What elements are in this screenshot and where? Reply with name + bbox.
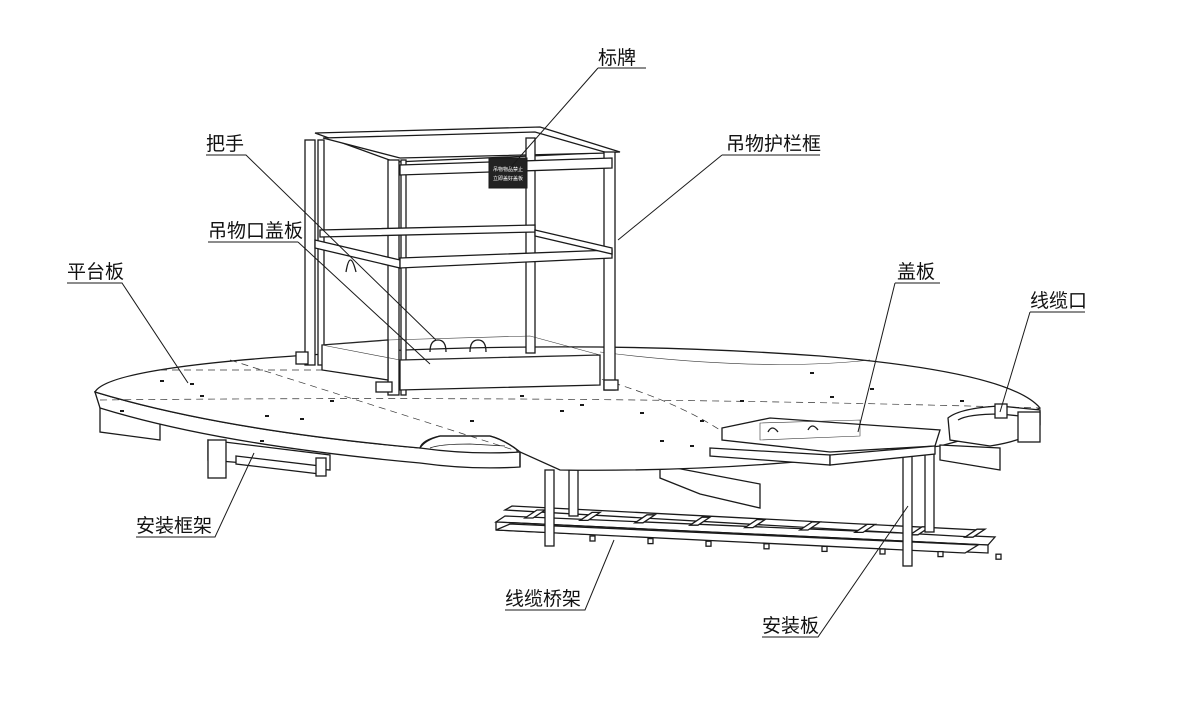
bolt-hole: [330, 400, 334, 402]
leader-handle: [206, 154, 437, 341]
tray-rung: [632, 514, 658, 524]
bolt-hole: [120, 410, 124, 412]
leader-hatch-cover: [208, 241, 431, 365]
bolt-hole: [260, 440, 264, 442]
bolt-hole: [300, 418, 304, 420]
cover-plate: [709, 417, 941, 466]
mounting-posts: [544, 449, 935, 567]
bolt-hole: [580, 404, 584, 406]
leader-platform: [67, 282, 189, 384]
tray-slot: [647, 537, 654, 545]
leader-lines: [67, 67, 1085, 638]
tray-rung: [577, 511, 603, 522]
bolt-hole: [700, 420, 704, 422]
leader-mounting-plate: [762, 505, 909, 638]
label-mounting-plate: 安装板: [762, 615, 819, 637]
bolt-hole: [810, 372, 814, 374]
tray-slot: [821, 545, 828, 553]
bolt-hole: [190, 383, 194, 385]
bolt-hole: [265, 415, 269, 417]
leader-mounting-frame: [136, 452, 255, 538]
tray-rung: [962, 528, 988, 538]
cable-tray: [493, 505, 1002, 560]
label-hatch-cover: 吊物口盖板: [208, 220, 303, 242]
tray-slot: [589, 535, 596, 542]
leader-cover-plate: [857, 282, 940, 433]
cable-opening: [939, 403, 1041, 471]
label-mounting-frame: 安装框架: [136, 515, 212, 537]
label-cover-plate: 盖板: [897, 261, 935, 283]
tray-slot: [995, 553, 1002, 560]
sign-text-line2: 立即盖好盖板: [493, 175, 523, 182]
bolt-hole: [470, 420, 474, 422]
label-cable-opening: 线缆口: [1030, 290, 1087, 312]
warning-sign: [488, 157, 528, 189]
bolt-hole: [520, 395, 524, 397]
tray-slot: [879, 548, 886, 555]
label-handle: 把手: [206, 133, 244, 155]
bolt-hole: [690, 445, 694, 447]
labels: 标牌 把手 吊物护栏框 吊物口盖板 平台板 盖板 线缆口 安装框架 线缆桥架 安…: [67, 47, 1087, 637]
tray-slot: [705, 540, 712, 547]
label-sign: 标牌: [598, 47, 636, 69]
bolt-hole: [870, 388, 874, 390]
tray-rung: [797, 521, 823, 531]
bolt-hole: [160, 380, 164, 382]
leader-cable-opening: [999, 311, 1085, 413]
bolt-hole: [560, 410, 564, 412]
bolt-hole: [830, 396, 834, 398]
tray-rung: [742, 518, 768, 529]
bolt-hole: [960, 400, 964, 402]
sign-text-line1: 吊物物品禁止: [493, 166, 523, 173]
bolt-hole: [740, 400, 744, 402]
leader-cable-tray: [505, 539, 615, 611]
tray-slot: [763, 543, 770, 550]
tray-slot: [937, 550, 944, 558]
bolt-hole: [200, 395, 204, 397]
tray-rung: [687, 516, 713, 526]
bolt-hole: [640, 412, 644, 414]
leader-sign: [509, 67, 646, 169]
label-platform-plate: 平台板: [67, 261, 124, 283]
tray-rung: [852, 523, 878, 534]
leader-guardrail: [617, 154, 820, 241]
bolt-hole: [660, 440, 664, 442]
label-guardrail-frame: 吊物护栏框: [726, 133, 821, 155]
label-cable-tray: 线缆桥架: [505, 588, 581, 610]
